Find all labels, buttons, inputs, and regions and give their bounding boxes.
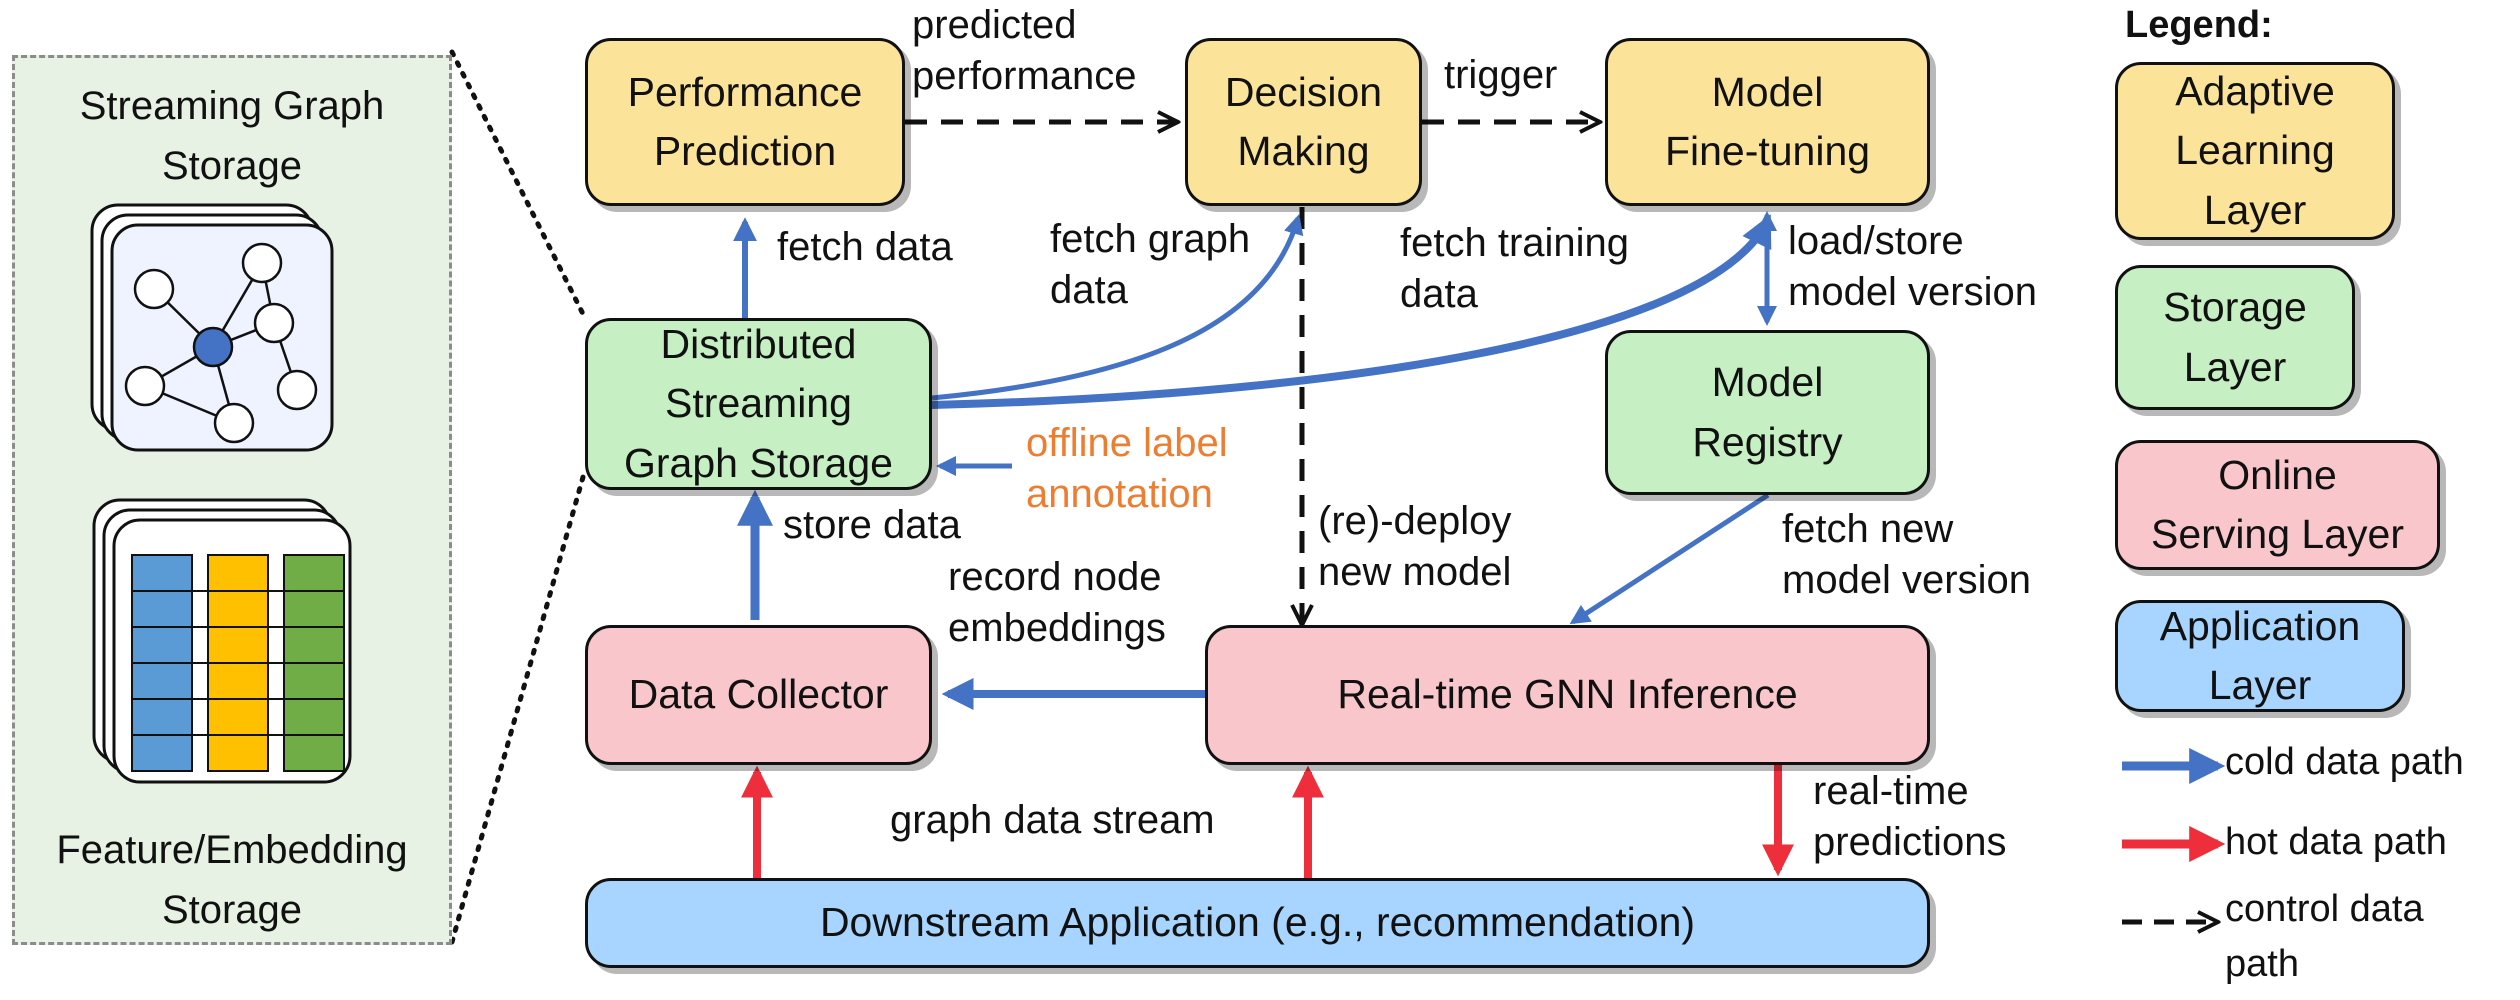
legend-control-label: control data path — [2225, 888, 2424, 986]
legend-hot-label: hot data path — [2225, 821, 2447, 863]
legend-application-layer: Application Layer — [2115, 600, 2405, 712]
decision-making-box: Decision Making — [1185, 38, 1422, 206]
label-fetch-training-data: fetch training data — [1400, 221, 1630, 317]
model-finetuning-box: Model Fine-tuning — [1605, 38, 1930, 206]
distributed-storage-box: Distributed Streaming Graph Storage — [585, 318, 932, 490]
label-store-data: store data — [783, 503, 961, 547]
arrow-fetch-new-model — [1569, 492, 1770, 625]
legend-online-serving: Online Serving Layer — [2115, 440, 2440, 570]
label-fetch-graph-data: fetch graph data — [1050, 217, 1251, 313]
label-realtime-predictions: real-time predictions — [1813, 769, 2007, 865]
legend-adaptive-learning: Adaptive Learning Layer — [2115, 62, 2395, 240]
zoom-line-bottom — [449, 467, 588, 945]
zoom-line-top — [449, 49, 588, 321]
label-load-store-model: load/store model version — [1788, 219, 2038, 315]
performance-prediction-box: Performance Prediction — [585, 38, 905, 206]
feature-embedding-storage-label: Feature/Embedding Storage — [56, 828, 408, 932]
label-record-embeddings: record node embeddings — [948, 555, 1166, 651]
graph-storage-icon — [90, 203, 334, 452]
embedding-storage-icon — [92, 498, 352, 784]
storage-detail-panel: Streaming Graph Storage Feature/Embeddin… — [12, 55, 452, 945]
label-fetch-new-model: fetch new model version — [1782, 507, 2032, 603]
label-offline-annotation: offline label annotation — [1026, 421, 1228, 517]
streaming-graph-storage-label: Streaming Graph Storage — [79, 84, 385, 188]
label-redeploy: (re)-deploy new model — [1318, 499, 1512, 595]
gnn-inference-box: Real-time GNN Inference — [1205, 625, 1930, 765]
arrow-fetch-graph-data — [931, 214, 1304, 401]
downstream-application-box: Downstream Application (e.g., recommenda… — [585, 878, 1930, 968]
label-trigger: trigger — [1444, 53, 1558, 97]
storage-illustrations — [90, 203, 352, 784]
legend-storage-layer: Storage Layer — [2115, 265, 2355, 410]
legend-cold-label: cold data path — [2225, 741, 2464, 783]
label-predicted-performance: predicted performance — [912, 3, 1137, 99]
label-graph-data-stream: graph data stream — [890, 798, 1215, 842]
arrow-fetch-training-data — [931, 214, 1772, 409]
model-registry-box: Model Registry — [1605, 330, 1930, 495]
data-collector-box: Data Collector — [585, 625, 932, 765]
legend-title: Legend: — [2125, 4, 2273, 46]
label-fetch-data: fetch data — [777, 225, 953, 269]
